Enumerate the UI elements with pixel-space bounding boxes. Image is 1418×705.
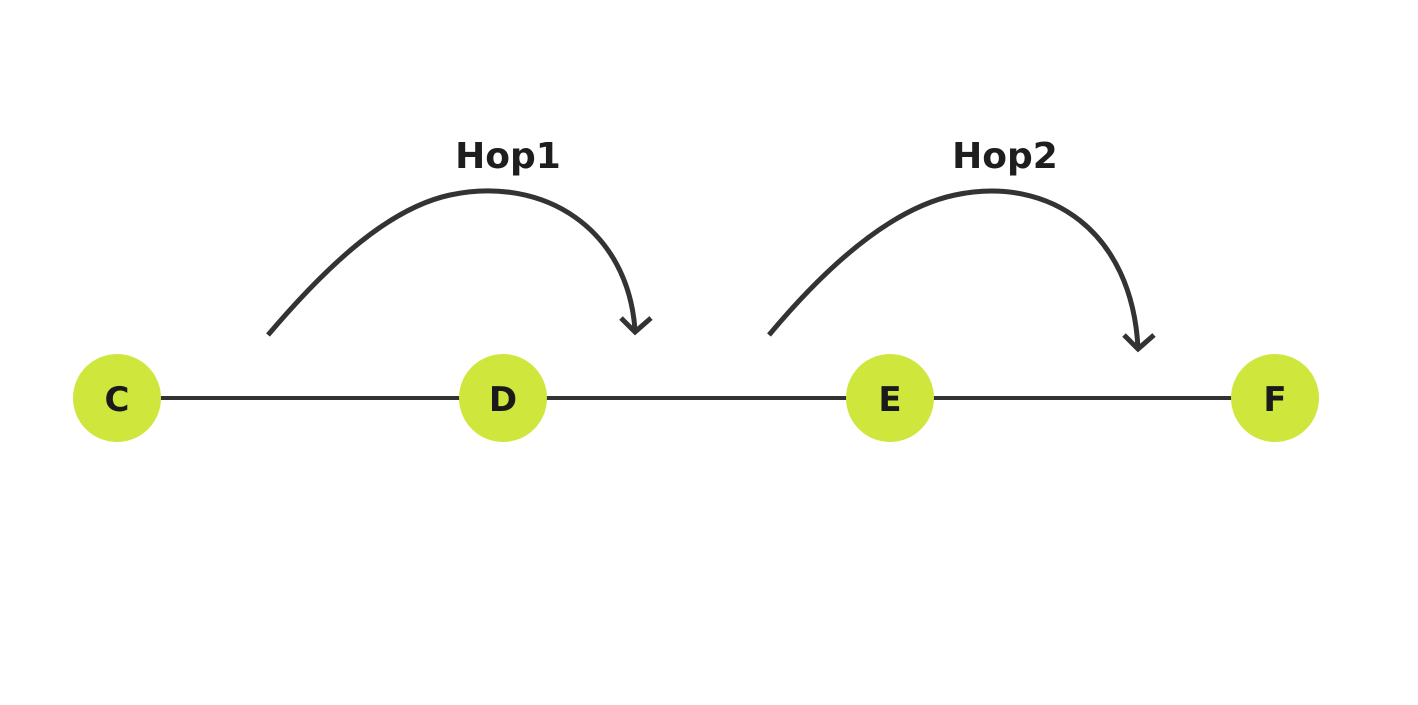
hop2-label: Hop2 bbox=[952, 136, 1058, 177]
node-f-label: F bbox=[1263, 380, 1286, 420]
node-e-label: E bbox=[878, 380, 901, 420]
hop1-arrowhead bbox=[619, 316, 653, 336]
node-c: C bbox=[73, 354, 161, 442]
hop1-arc bbox=[266, 188, 638, 337]
node-c-label: C bbox=[105, 380, 130, 420]
node-d-label: D bbox=[489, 380, 517, 420]
node-e: E bbox=[846, 354, 934, 442]
hop1-label: Hop1 bbox=[455, 136, 561, 177]
node-d-circle bbox=[459, 354, 547, 442]
hop2-arc bbox=[767, 188, 1141, 349]
hop1-arrow bbox=[266, 188, 653, 337]
node-f-circle bbox=[1231, 354, 1319, 442]
node-d: D bbox=[459, 354, 547, 442]
node-f: F bbox=[1231, 354, 1319, 442]
node-c-circle bbox=[73, 354, 161, 442]
hop2-arrow bbox=[767, 188, 1156, 353]
hop2-arrowhead bbox=[1122, 333, 1156, 353]
node-e-circle bbox=[846, 354, 934, 442]
